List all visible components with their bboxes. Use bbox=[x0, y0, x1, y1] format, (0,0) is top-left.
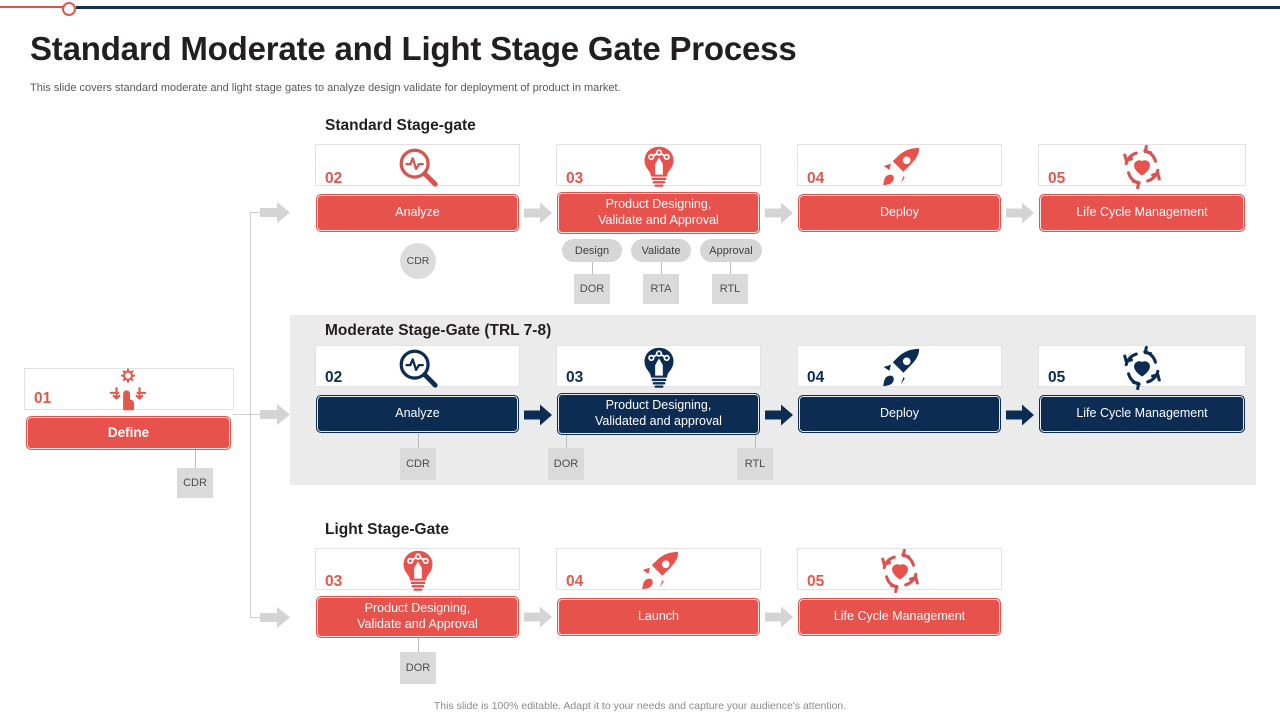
start-pill-define[interactable]: Define bbox=[26, 416, 231, 450]
moderate-card-02-number: 02 bbox=[325, 369, 343, 386]
standard-pill-03[interactable]: Product Designing, Validate and Approval bbox=[557, 192, 760, 234]
moderate-pill-05[interactable]: Life Cycle Management bbox=[1039, 395, 1245, 433]
start-tag-cdr: CDR bbox=[177, 468, 213, 498]
standard-tagline-2 bbox=[661, 262, 662, 274]
moderate-card-05-number: 05 bbox=[1048, 369, 1066, 386]
standard-tag-dor: DOR bbox=[574, 274, 610, 304]
light-card-03-number: 03 bbox=[325, 573, 343, 590]
analyze-magnifier-pulse-icon bbox=[395, 144, 441, 190]
analyze-magnifier-pulse-icon bbox=[395, 345, 441, 391]
standard-tag-rtl: RTL bbox=[712, 274, 748, 304]
standard-tag-validate: Validate bbox=[631, 239, 691, 262]
light-arrow-1 bbox=[524, 605, 552, 629]
page-title: Standard Moderate and Light Stage Gate P… bbox=[30, 30, 797, 67]
moderate-arrow-3 bbox=[1006, 403, 1034, 427]
footer-note: This slide is 100% editable. Adapt it to… bbox=[433, 700, 847, 712]
moderate-tagline-1 bbox=[418, 433, 419, 448]
standard-tag-rta: RTA bbox=[643, 274, 679, 304]
branch-arrow-standard bbox=[260, 200, 290, 225]
moderate-pill-03[interactable]: Product Designing, Validated and approva… bbox=[557, 393, 760, 435]
moderate-arrow-1 bbox=[524, 403, 552, 427]
light-pill-04[interactable]: Launch bbox=[557, 598, 760, 636]
standard-arrow-2 bbox=[765, 201, 793, 225]
connector-branch-moderate bbox=[250, 414, 264, 415]
lifecycle-heart-refresh-icon bbox=[1119, 144, 1165, 190]
standard-card-05-number: 05 bbox=[1048, 170, 1066, 187]
accent-navy-rule bbox=[76, 6, 1280, 9]
design-bulb-pencil-icon bbox=[636, 344, 682, 390]
standard-arrow-3 bbox=[1006, 201, 1034, 225]
standard-pill-05[interactable]: Life Cycle Management bbox=[1039, 194, 1245, 232]
light-card-04-number: 04 bbox=[566, 573, 584, 590]
standard-arrow-1 bbox=[524, 201, 552, 225]
moderate-card-03-number: 03 bbox=[566, 369, 584, 386]
standard-pill-04[interactable]: Deploy bbox=[798, 194, 1001, 232]
start-card-number: 01 bbox=[34, 390, 52, 407]
light-tagline-1 bbox=[418, 638, 419, 652]
moderate-tag-rtl: RTL bbox=[737, 448, 773, 480]
moderate-tagline-3 bbox=[755, 435, 756, 448]
connector-branch-standard bbox=[250, 212, 264, 213]
connector-branch-light bbox=[250, 617, 264, 618]
standard-tag-design: Design bbox=[562, 239, 622, 262]
design-bulb-pencil-icon bbox=[395, 547, 441, 593]
connector-stub bbox=[233, 414, 250, 415]
standard-card-03-number: 03 bbox=[566, 170, 584, 187]
connector-spine bbox=[250, 212, 251, 618]
light-card-05-number: 05 bbox=[807, 573, 825, 590]
moderate-card-05[interactable] bbox=[1038, 345, 1246, 387]
section-label-standard: Standard Stage-gate bbox=[325, 117, 476, 134]
standard-card-02-number: 02 bbox=[325, 170, 343, 187]
design-bulb-pencil-icon bbox=[636, 143, 682, 189]
branch-arrow-moderate bbox=[260, 402, 290, 427]
lifecycle-heart-refresh-icon bbox=[877, 548, 923, 594]
light-tag-dor: DOR bbox=[400, 652, 436, 684]
section-label-light: Light Stage-Gate bbox=[325, 521, 450, 538]
standard-pill-02[interactable]: Analyze bbox=[316, 194, 519, 232]
light-arrow-2 bbox=[765, 605, 793, 629]
top-accent-bar bbox=[0, 2, 1280, 16]
light-pill-03[interactable]: Product Designing, Validate and Approval bbox=[316, 596, 519, 638]
section-label-moderate: Moderate Stage-Gate (TRL 7-8) bbox=[325, 322, 552, 339]
moderate-arrow-2 bbox=[765, 403, 793, 427]
deploy-rocket-icon bbox=[877, 345, 923, 391]
moderate-tagline-2 bbox=[566, 435, 567, 448]
lifecycle-heart-refresh-icon bbox=[1119, 345, 1165, 391]
deploy-rocket-icon bbox=[636, 548, 682, 594]
moderate-tag-cdr: CDR bbox=[400, 448, 436, 480]
accent-red-rule bbox=[0, 6, 70, 8]
standard-tagline-3 bbox=[730, 262, 731, 274]
accent-circle-marker bbox=[62, 2, 76, 16]
moderate-tag-dor: DOR bbox=[548, 448, 584, 480]
standard-card-04-number: 04 bbox=[807, 170, 825, 187]
start-tag-line bbox=[195, 450, 196, 468]
standard-tag-cdr: CDR bbox=[400, 243, 436, 279]
define-hand-gear-icon bbox=[105, 367, 151, 413]
branch-arrow-light bbox=[260, 605, 290, 630]
standard-tagline-1 bbox=[592, 262, 593, 274]
moderate-pill-02[interactable]: Analyze bbox=[316, 395, 519, 433]
page-subtitle: This slide covers standard moderate and … bbox=[30, 82, 621, 94]
moderate-pill-04[interactable]: Deploy bbox=[798, 395, 1001, 433]
light-pill-05[interactable]: Life Cycle Management bbox=[798, 598, 1001, 636]
standard-tag-approval: Approval bbox=[700, 239, 762, 262]
deploy-rocket-icon bbox=[877, 144, 923, 190]
moderate-card-04-number: 04 bbox=[807, 369, 825, 386]
